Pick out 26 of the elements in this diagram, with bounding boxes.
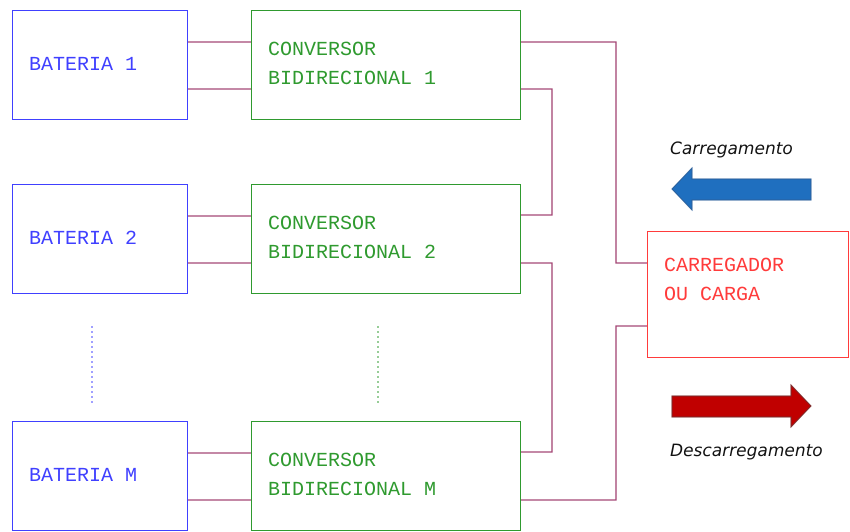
box-label: CONVERSOR BIDIRECIONAL 1 <box>268 38 438 93</box>
direction-label: Carregamento <box>670 139 793 159</box>
battery-box <box>12 10 188 120</box>
load-box <box>647 231 849 358</box>
wire-line <box>188 41 251 43</box>
box-label: BATERIA 1 <box>29 52 138 78</box>
box-label: CARREGADOR OU CARGA <box>664 254 786 309</box>
box-label: BATERIA 2 <box>29 226 138 252</box>
converter-box <box>251 10 521 120</box>
wire-line <box>188 452 251 454</box>
box-label: CONVERSOR BIDIRECIONAL M <box>268 449 438 504</box>
wire-line <box>188 262 251 264</box>
box-label: BATERIA M <box>29 464 138 490</box>
wire-line <box>521 41 647 264</box>
wire-line <box>188 499 251 501</box>
wire-line <box>188 88 251 90</box>
converter-box <box>251 184 521 294</box>
wire-line <box>521 262 553 453</box>
battery-box <box>12 184 188 294</box>
wire-line <box>521 88 553 216</box>
box-label: CONVERSOR BIDIRECIONAL 2 <box>268 212 438 267</box>
wire-line <box>188 215 251 217</box>
wire-line <box>521 325 647 501</box>
converter-box <box>251 421 521 531</box>
direction-label: Descarregamento <box>670 441 823 461</box>
battery-box <box>12 421 188 531</box>
